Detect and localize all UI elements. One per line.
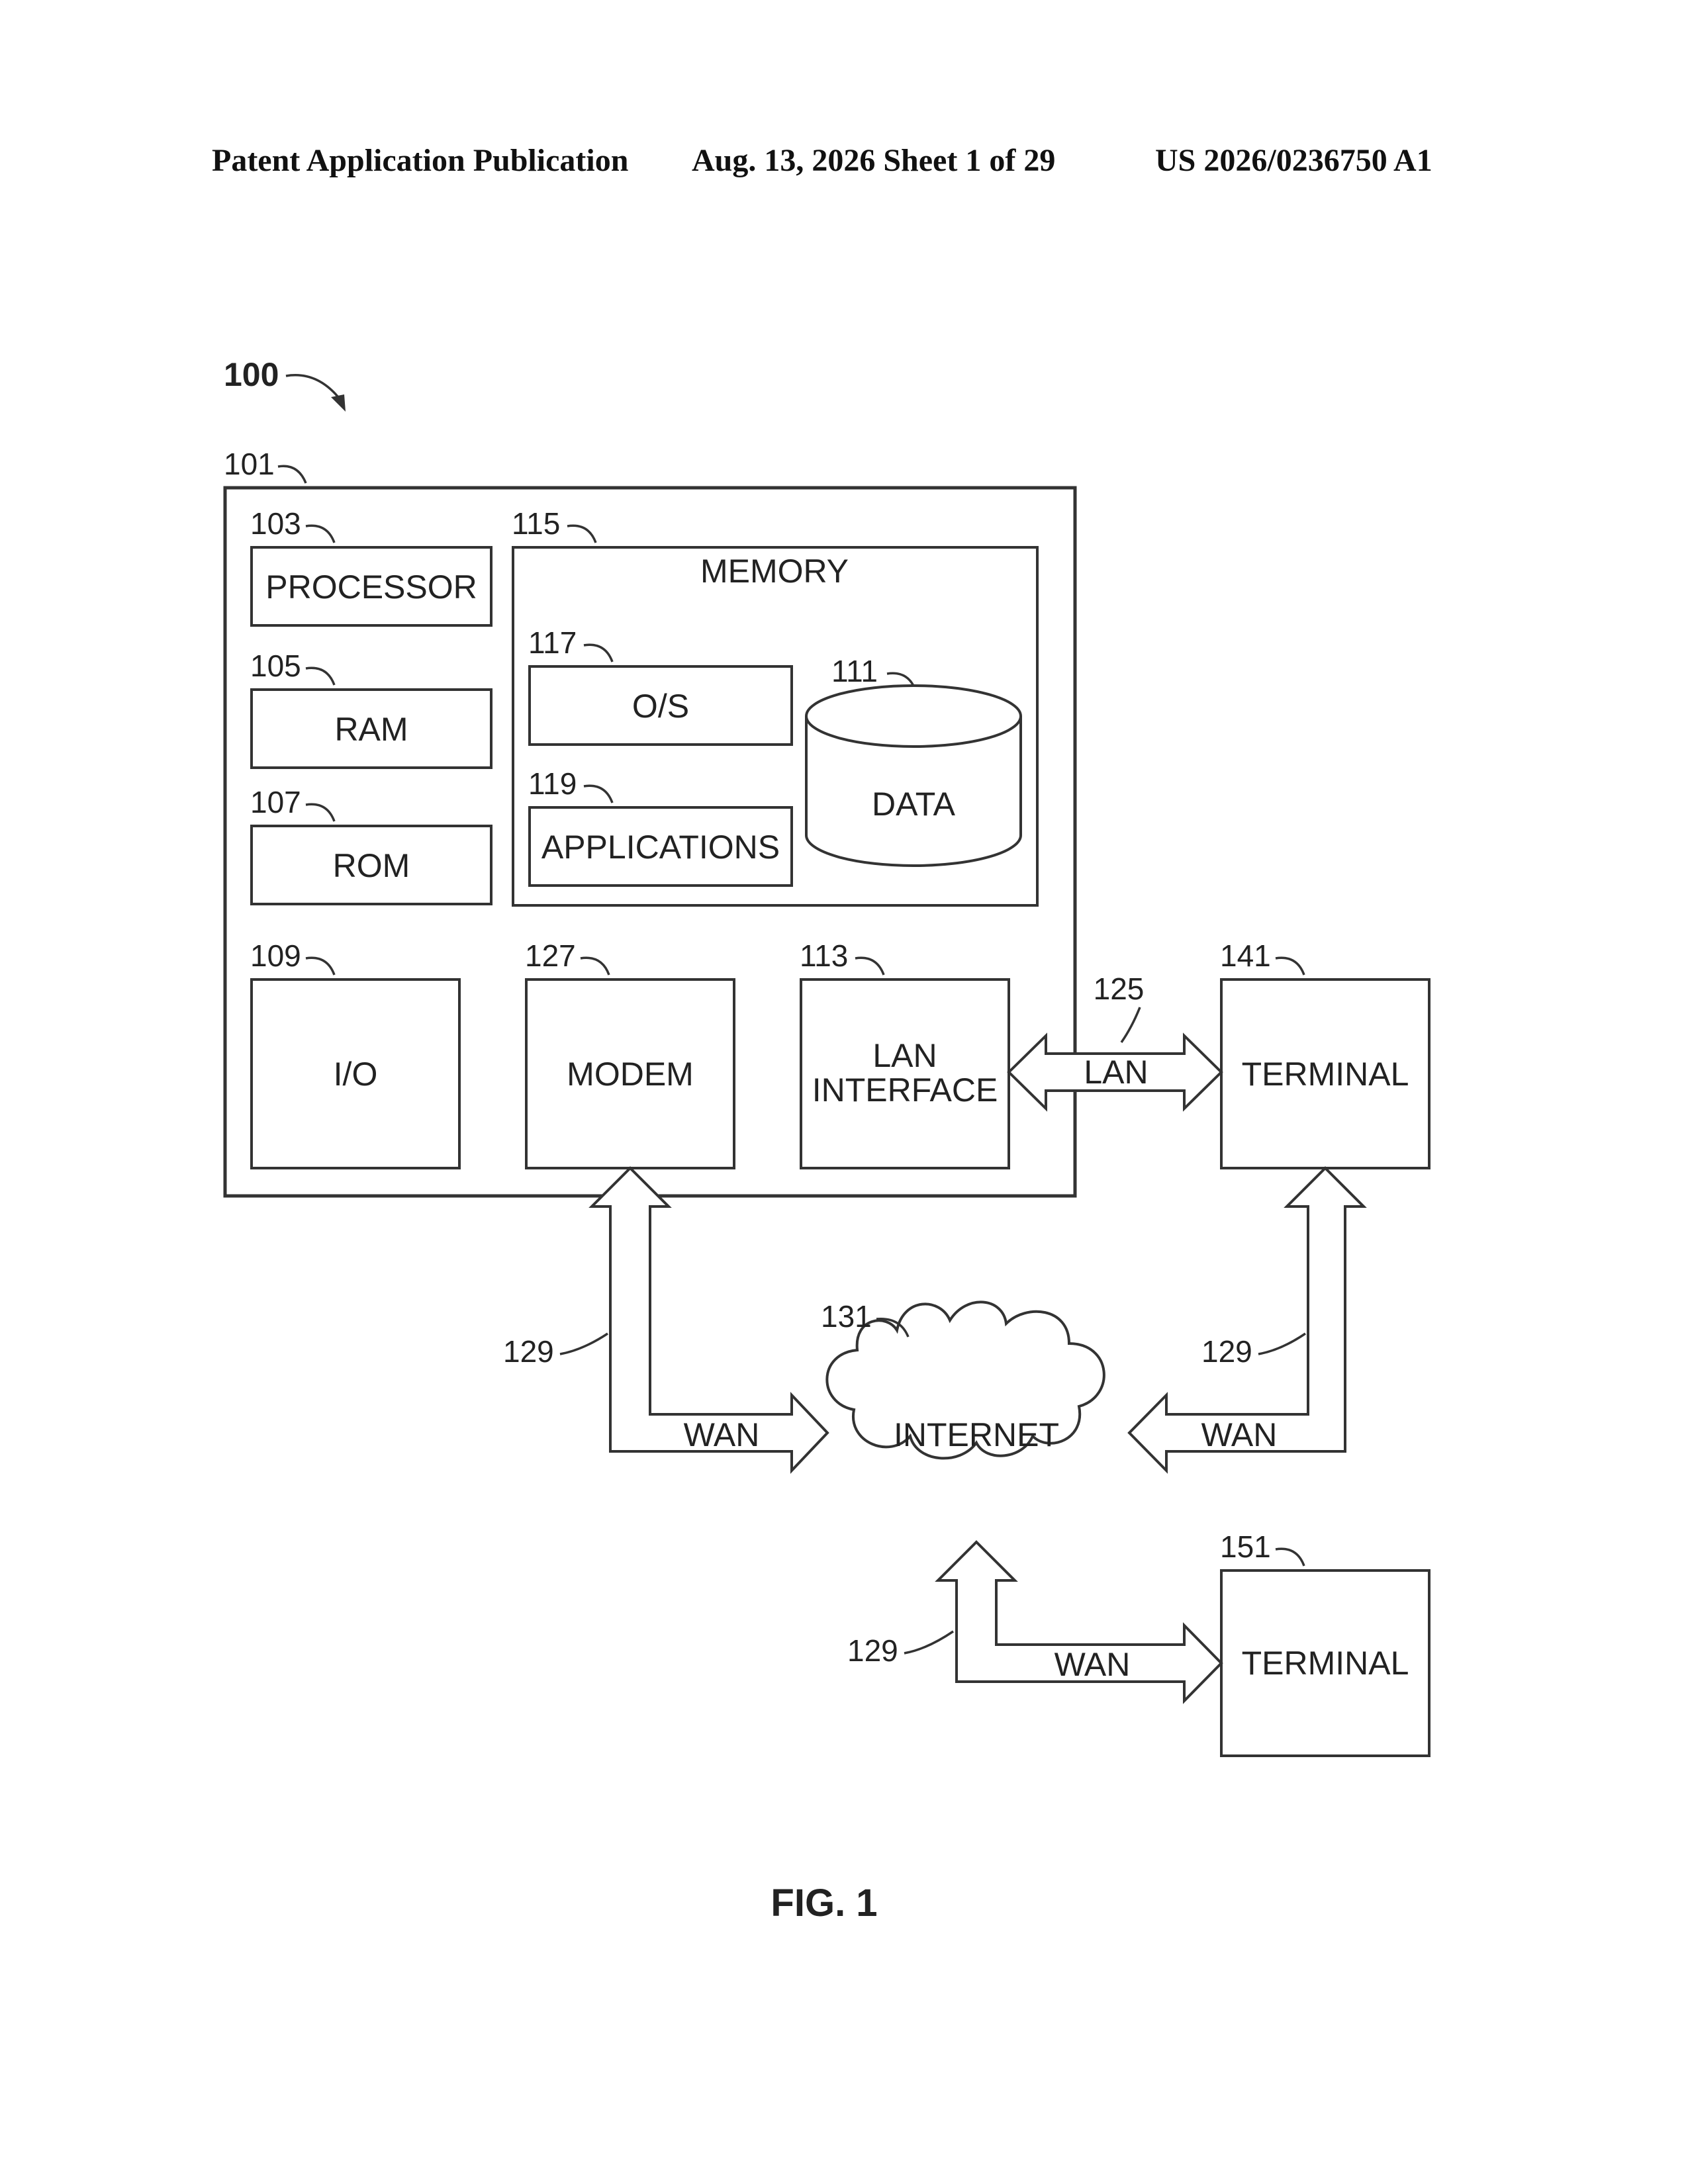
- ref-100-arrow: [286, 375, 341, 400]
- ref-103: 103: [250, 506, 301, 541]
- ref-131: 131: [821, 1299, 872, 1334]
- lan-interface-label-line1: LAN: [872, 1037, 937, 1074]
- lan-interface-label-line2: INTERFACE: [812, 1071, 998, 1109]
- ref-113-leader: [855, 958, 884, 975]
- ref-115: 115: [512, 506, 560, 541]
- ref-101-leader: [278, 466, 306, 483]
- ref-100-arrowhead: [331, 394, 346, 412]
- wan-left-ref: 129: [503, 1334, 554, 1369]
- ref-100: 100: [224, 356, 279, 393]
- modem-label: MODEM: [567, 1056, 694, 1093]
- wan-bottom-label: WAN: [1055, 1646, 1131, 1683]
- ram-label: RAM: [334, 711, 408, 748]
- lan-link-label: LAN: [1084, 1054, 1148, 1091]
- ref-113: 113: [800, 938, 848, 973]
- ref-105-leader: [306, 668, 334, 685]
- ref-107: 107: [250, 785, 301, 819]
- ref-109: 109: [250, 938, 301, 973]
- ref-111: 111: [831, 654, 878, 688]
- terminal-151-label: TERMINAL: [1242, 1645, 1409, 1682]
- ref-107-leader: [306, 804, 334, 821]
- ref-127: 127: [525, 938, 576, 973]
- ref-125: 125: [1094, 972, 1145, 1006]
- wan-left-ref-leader: [560, 1334, 608, 1354]
- ref-141: 141: [1220, 938, 1271, 973]
- ref-151: 151: [1220, 1529, 1271, 1564]
- figure-caption: FIG. 1: [771, 1882, 877, 1925]
- wan-right-ref: 129: [1201, 1334, 1252, 1369]
- terminal-141-label: TERMINAL: [1242, 1056, 1409, 1093]
- wan-right-label: WAN: [1201, 1416, 1278, 1453]
- ref-141-leader: [1276, 958, 1304, 975]
- ref-103-leader: [306, 525, 334, 543]
- rom-label: ROM: [333, 847, 410, 884]
- ref-127-leader: [581, 958, 609, 975]
- memory-label: MEMORY: [700, 553, 849, 590]
- ref-109-leader: [306, 958, 334, 975]
- os-label: O/S: [632, 688, 689, 725]
- ref-119: 119: [528, 766, 577, 801]
- applications-label: APPLICATIONS: [541, 829, 780, 866]
- wan-left-label: WAN: [684, 1416, 760, 1453]
- data-label: DATA: [872, 786, 956, 823]
- ref-105: 105: [250, 649, 301, 683]
- ref-117: 117: [528, 625, 577, 660]
- ref-101: 101: [224, 447, 275, 481]
- wan-bottom-ref-leader: [904, 1631, 953, 1653]
- internet-label: INTERNET: [894, 1416, 1059, 1453]
- io-label: I/O: [334, 1056, 378, 1093]
- ref-125-leader: [1121, 1007, 1140, 1042]
- wan-right-ref-leader: [1258, 1334, 1305, 1354]
- ref-151-leader: [1276, 1549, 1304, 1566]
- ref-115-leader: [567, 525, 596, 543]
- data-cylinder: [806, 686, 1021, 866]
- wan-bottom-ref: 129: [847, 1633, 898, 1668]
- processor-label: PROCESSOR: [265, 569, 477, 606]
